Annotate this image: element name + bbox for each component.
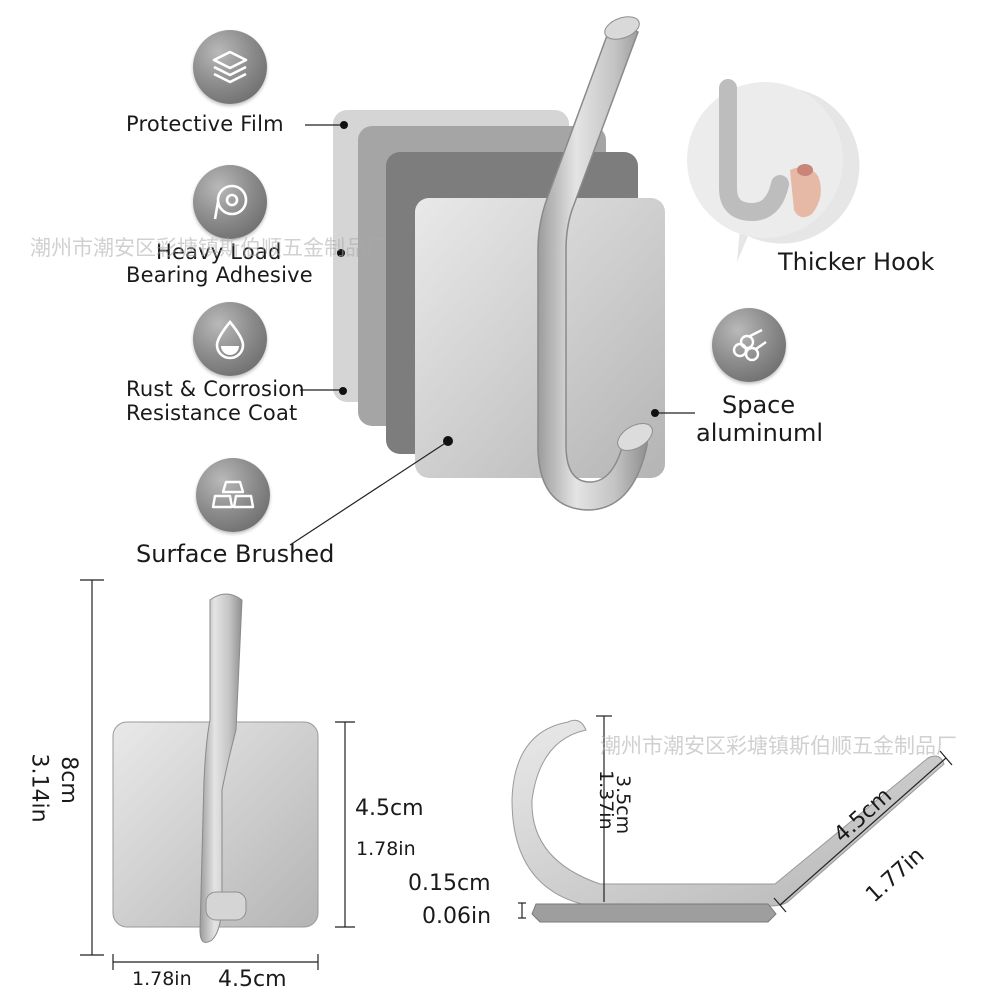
- hook-end-tip: [617, 423, 653, 451]
- leader-dot-surface: [443, 436, 453, 446]
- plate-height-cm-label: 4.5cm: [355, 796, 424, 821]
- front-hook: [199, 593, 243, 943]
- rust-label-line1: Rust & Corrosion: [126, 377, 305, 401]
- protective-film-label: Protective Film: [126, 112, 284, 136]
- watermark-top: 潮州市潮安区彩塘镇斯伯顺五金制品厂: [30, 236, 387, 260]
- heavy-load-label-line2: Bearing Adhesive: [126, 263, 313, 287]
- layers-icon: [212, 50, 248, 84]
- leader-dot-rust: [339, 387, 347, 395]
- dim-arm-line: [779, 757, 947, 906]
- protective-film-badge: [193, 30, 267, 104]
- space-label-line2: aluminuml: [696, 419, 824, 447]
- space-label-line1: Space: [722, 391, 796, 419]
- space-aluminum-badge: [712, 308, 786, 382]
- leader-dot-space: [651, 409, 659, 417]
- rust-badge: [193, 302, 267, 376]
- heavy-load-badge: [193, 165, 267, 239]
- rust-label-line2: Resistance Coat: [126, 401, 298, 425]
- adhesive-roll-icon: [213, 184, 248, 220]
- heavy-load-label-line1: Heavy Load: [156, 240, 282, 264]
- thicker-hook-zoom: [687, 79, 860, 262]
- surface-brushed-label: Surface Brushed: [136, 540, 335, 568]
- leader-dot-film: [340, 121, 348, 129]
- plate-width-cm-label: 4.5cm: [218, 967, 287, 992]
- height-cm-label: 8cm: [55, 756, 81, 804]
- water-drop-icon: [215, 319, 245, 360]
- leader-line-surface: [289, 441, 448, 546]
- metal-bars-icon: [211, 480, 255, 509]
- hook-top-tip: [604, 16, 640, 40]
- surface-brushed-badge: [196, 458, 270, 532]
- thickness-in-label: 0.06in: [422, 904, 492, 929]
- aluminum-rods-icon: [732, 328, 767, 362]
- thickness-cm-label: 0.15cm: [408, 871, 491, 896]
- plate-width-in-label: 1.78in: [132, 968, 192, 990]
- side-plate: [531, 903, 777, 923]
- depth-cm-label: 3.5cm: [612, 775, 634, 835]
- leader-dot-adhesive: [337, 249, 345, 257]
- thicker-hook-label: Thicker Hook: [778, 248, 935, 276]
- watermark-bottom: 潮州市潮安区彩塘镇斯伯顺五金制品厂: [600, 734, 957, 758]
- plate-height-in-label: 1.78in: [356, 838, 416, 860]
- height-in-label: 3.14in: [26, 753, 52, 823]
- side-hook: [511, 719, 945, 907]
